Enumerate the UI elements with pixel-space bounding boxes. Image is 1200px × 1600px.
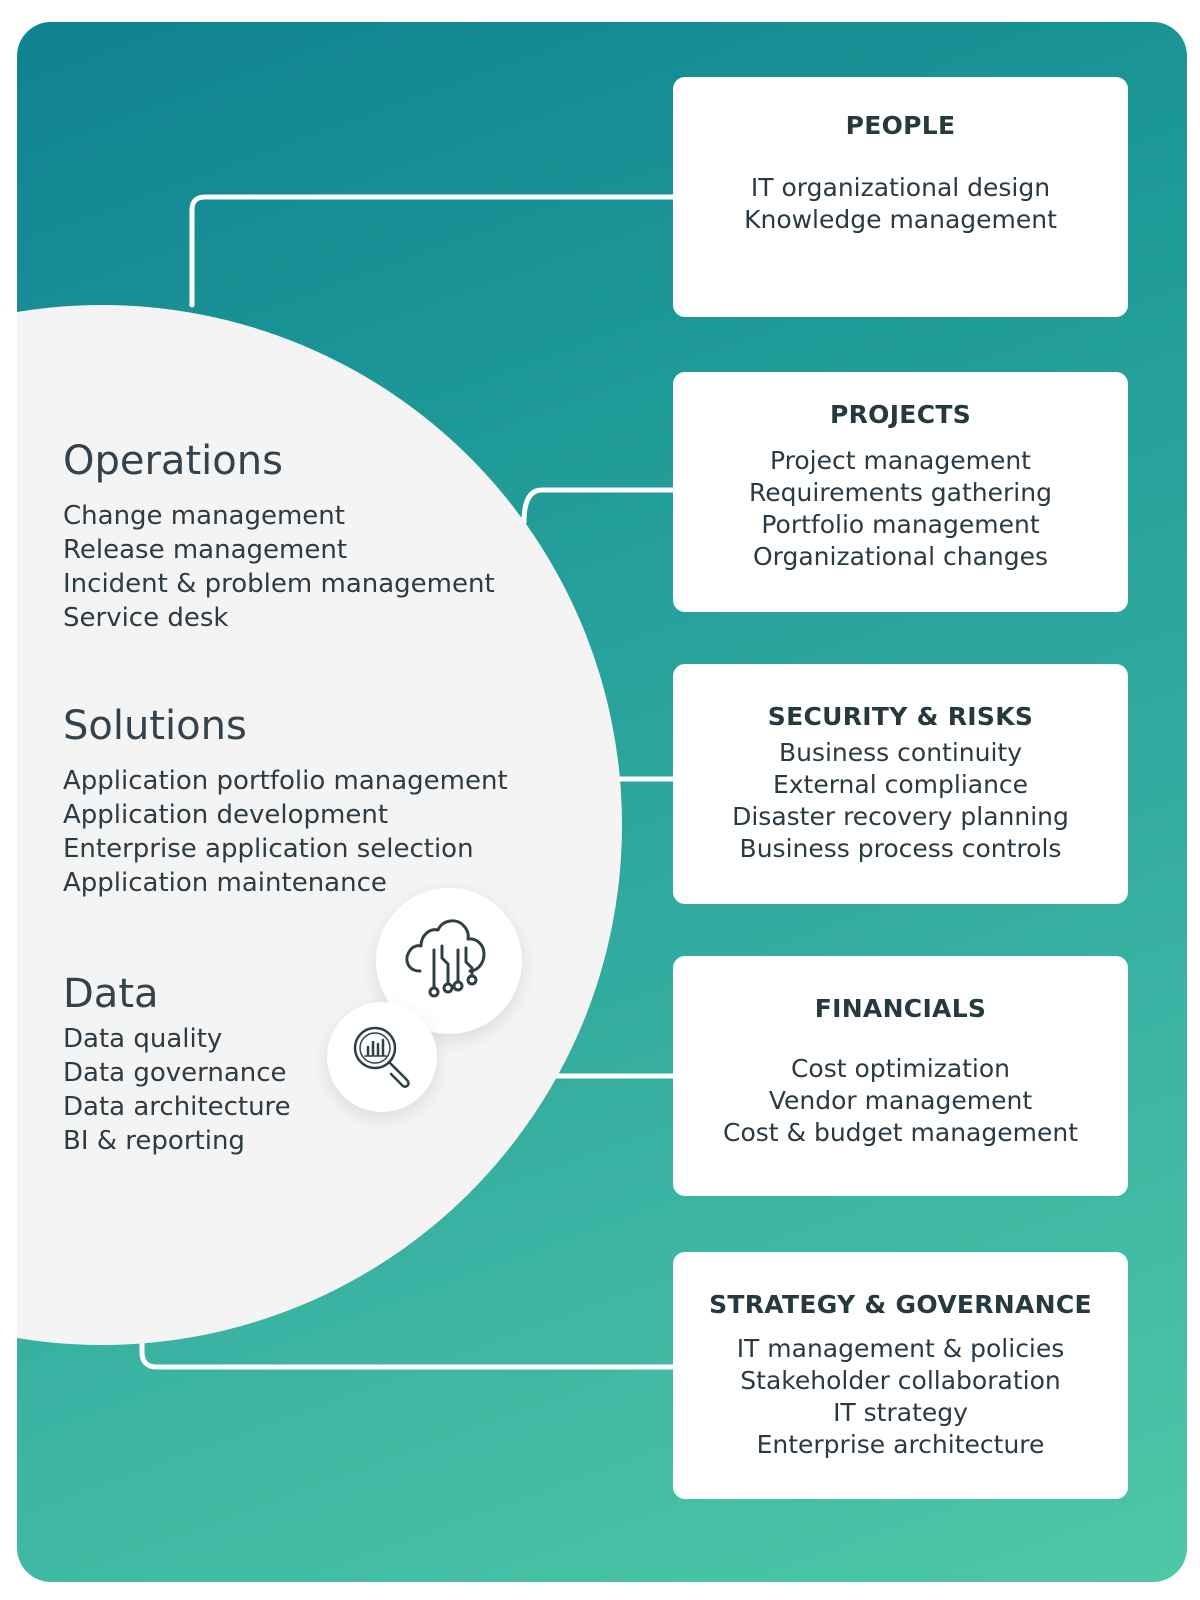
list-item: Application maintenance (63, 868, 387, 898)
list-item: External compliance (772, 770, 1029, 799)
list-item: Enterprise application selection (63, 834, 474, 864)
list-item: Disaster recovery planning (732, 802, 1069, 831)
group-operations: Operations Change management Release man… (63, 437, 495, 635)
card-title-people: PEOPLE (845, 111, 956, 140)
list-item: Data quality (63, 1024, 223, 1054)
card-title-strategy-governance: STRATEGY & GOVERNANCE (709, 1290, 1092, 1319)
list-item: Requirements gathering (749, 478, 1052, 507)
group-data: Data Data quality Data governance Data a… (63, 970, 291, 1158)
group-title-operations: Operations (63, 438, 283, 484)
card-title-financials: FINANCIALS (814, 994, 987, 1023)
card-people: PEOPLE IT organizational design Knowledg… (673, 77, 1128, 317)
group-title-solutions: Solutions (63, 703, 247, 749)
list-item: Incident & problem management (63, 569, 495, 599)
card-security-risks: SECURITY & RISKS Business continuity Ext… (673, 664, 1128, 904)
list-item: IT management & policies (736, 1334, 1065, 1363)
list-item: Service desk (63, 603, 229, 633)
list-item: Data architecture (63, 1092, 291, 1122)
connector-strategy (139, 1266, 676, 1370)
list-item: IT strategy (833, 1398, 968, 1427)
card-title-projects: PROJECTS (829, 400, 971, 429)
list-item: Knowledge management (744, 205, 1057, 234)
list-item: Enterprise architecture (756, 1430, 1045, 1459)
list-item: Business continuity (778, 738, 1023, 767)
list-item: Data governance (63, 1058, 287, 1088)
list-item: BI & reporting (63, 1126, 245, 1156)
connector-projects (521, 487, 676, 525)
group-title-data: Data (63, 971, 159, 1017)
card-strategy-governance: STRATEGY & GOVERNANCE IT management & po… (673, 1252, 1128, 1499)
cloud-circuit-icon (405, 919, 486, 998)
group-solutions: Solutions Application portfolio manageme… (63, 702, 508, 900)
card-financials: FINANCIALS Cost optimization Vendor mana… (673, 956, 1128, 1196)
connector-people (189, 194, 676, 308)
search-bubble (327, 1002, 437, 1112)
list-item: Portfolio management (761, 510, 1040, 539)
list-item: Organizational changes (752, 542, 1049, 571)
list-item: Business process controls (739, 834, 1062, 863)
list-item: Vendor management (768, 1086, 1033, 1115)
card-projects: PROJECTS Project management Requirements… (673, 372, 1128, 612)
list-item: Change management (63, 501, 345, 531)
list-item: Cost & budget management (722, 1118, 1079, 1147)
magnifier-chart-icon (353, 1026, 410, 1088)
list-item: Application development (63, 800, 389, 830)
card-title-security-risks: SECURITY & RISKS (767, 702, 1034, 731)
list-item: Cost optimization (790, 1054, 1011, 1083)
list-item: Stakeholder collaboration (740, 1366, 1061, 1395)
list-item: Release management (63, 535, 348, 565)
diagram-panel: Operations Change management Release man… (17, 22, 1187, 1582)
list-item: IT organizational design (750, 173, 1051, 202)
list-item: Application portfolio management (63, 766, 508, 796)
list-item: Project management (770, 446, 1031, 475)
